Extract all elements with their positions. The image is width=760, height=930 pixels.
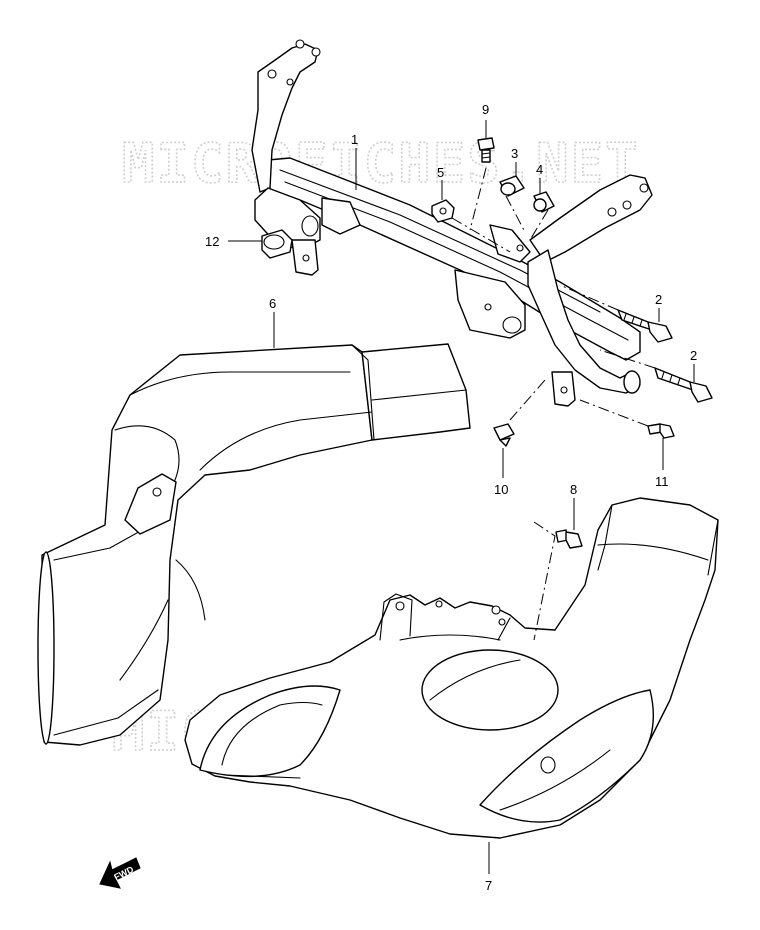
alignment-lines	[451, 167, 656, 641]
callout-2-upper: 2	[655, 292, 662, 307]
part-9-screw	[477, 137, 495, 163]
leader-lines	[228, 120, 695, 874]
part-10-clip	[493, 423, 515, 447]
callout-12: 12	[205, 234, 219, 249]
part-8-screw	[555, 529, 583, 549]
callout-2-lower: 2	[690, 348, 697, 363]
part-1-frame-bracket	[251, 39, 653, 407]
callout-6: 6	[269, 296, 276, 311]
part-7-lower-duct	[184, 497, 719, 839]
fwd-arrow-icon: FWD	[99, 857, 141, 889]
part-4-spacer	[533, 191, 555, 213]
callout-5: 5	[437, 165, 444, 180]
part-2-bolt-lower	[654, 367, 713, 403]
watermark-top: MICROFICHES.NET	[122, 132, 640, 195]
part-5-nut	[431, 199, 455, 223]
callout-7: 7	[485, 878, 492, 893]
callout-3: 3	[511, 146, 518, 161]
callout-11: 11	[655, 474, 669, 489]
callout-8: 8	[570, 482, 577, 497]
part-11-screw	[647, 423, 675, 439]
callout-9: 9	[482, 102, 489, 117]
part-6-left-duct	[37, 343, 471, 746]
callout-labels: 1 2 2 3 4 5 6 7 8 9 10 11 12	[205, 102, 697, 893]
part-3-collar	[499, 175, 525, 197]
callout-1: 1	[351, 132, 358, 147]
callout-10: 10	[494, 482, 508, 497]
callout-4: 4	[536, 162, 543, 177]
part-12-grommet	[261, 229, 293, 259]
part-2-bolt-upper	[617, 309, 673, 343]
